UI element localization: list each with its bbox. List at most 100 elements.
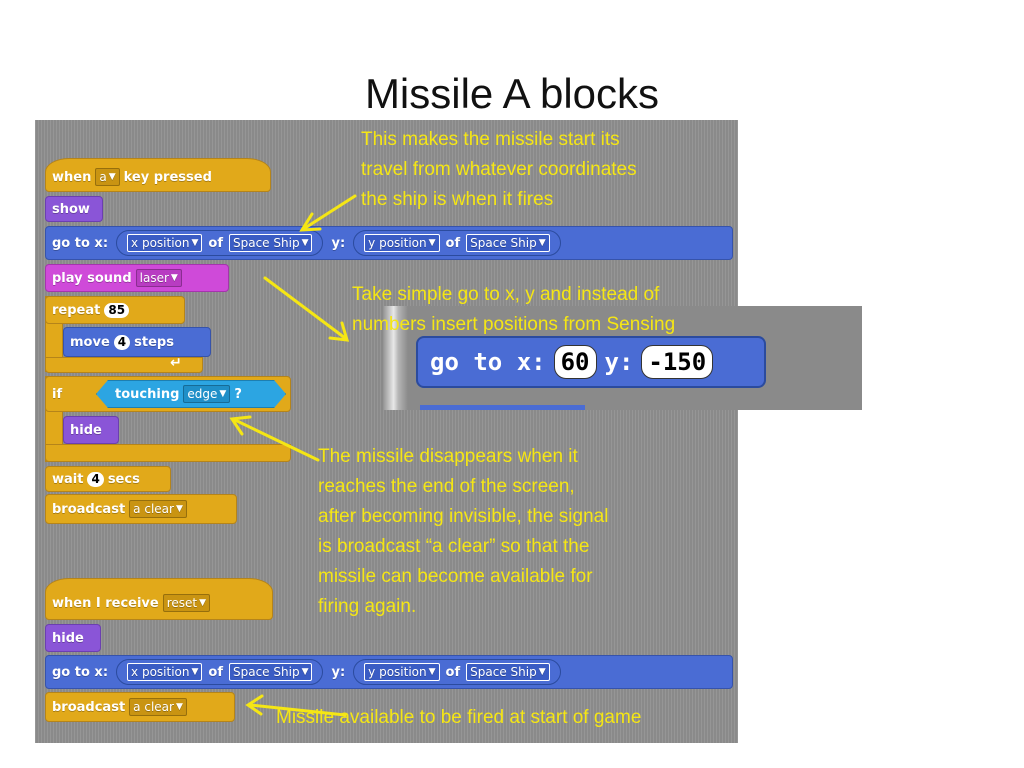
wait-secs-block[interactable]: wait 4 secs (45, 466, 171, 492)
inset-y-input[interactable]: -150 (641, 345, 714, 379)
hide-block-2[interactable]: hide (45, 624, 101, 652)
play-sound-label: play sound (52, 270, 132, 286)
inset-y-label: y: (604, 348, 634, 376)
touching-block[interactable]: touching edge▼ ? (96, 380, 286, 408)
wait-count-input[interactable]: 4 (87, 471, 104, 487)
sprite-dropdown[interactable]: Space Ship▼ (229, 663, 313, 681)
y-label: y: (331, 664, 346, 680)
when-label: when (52, 169, 92, 185)
sprite-dropdown[interactable]: Space Ship▼ (466, 234, 550, 252)
sprite-dropdown[interactable]: Space Ship▼ (466, 663, 550, 681)
inset-block-stub (420, 405, 585, 410)
broadcast-block-2[interactable]: broadcast a clear▼ (45, 692, 235, 722)
go-to-label: go to x: (52, 664, 109, 680)
annotation-start-coordinates: This makes the missile start its travel … (361, 125, 637, 215)
dropdown-arrow-icon: ▼ (428, 667, 436, 677)
touching-dropdown[interactable]: edge▼ (183, 385, 230, 403)
go-to-label: go to x: (52, 235, 109, 251)
broadcast-dropdown[interactable]: a clear▼ (129, 698, 187, 716)
dropdown-arrow-icon: ▼ (108, 172, 116, 182)
broadcast-label: broadcast (52, 501, 126, 517)
sprite-dropdown[interactable]: Space Ship▼ (229, 234, 313, 252)
key-dropdown[interactable]: a▼ (95, 168, 120, 186)
broadcast-block-1[interactable]: broadcast a clear▼ (45, 494, 237, 524)
touching-label: touching (115, 386, 180, 402)
y-position-reporter[interactable]: y position▼ of Space Ship▼ (353, 659, 561, 685)
dropdown-arrow-icon: ▼ (199, 598, 207, 608)
repeat-count-input[interactable]: 85 (104, 302, 130, 318)
x-position-reporter[interactable]: x position▼ of Space Ship▼ (116, 230, 324, 256)
receive-dropdown[interactable]: reset▼ (162, 594, 211, 612)
when-i-receive-label: when I receive (52, 595, 159, 611)
repeat-c-bottom (45, 357, 203, 373)
annotation-line: firing again. (318, 596, 417, 617)
move-steps-block[interactable]: move 4 steps (63, 327, 211, 357)
move-count-input[interactable]: 4 (113, 334, 131, 350)
secs-label: secs (107, 471, 140, 487)
dropdown-arrow-icon: ▼ (219, 389, 227, 399)
annotation-line: Take simple go to x, y and instead of (352, 284, 660, 305)
x-position-dropdown[interactable]: x position▼ (127, 234, 203, 252)
sound-dropdown[interactable]: laser▼ (135, 269, 182, 287)
annotation-line: This makes the missile start its (361, 129, 620, 150)
key-pressed-label: key pressed (123, 169, 212, 185)
when-i-receive-block[interactable]: when I receive reset▼ (45, 578, 273, 620)
dropdown-arrow-icon: ▼ (428, 238, 436, 248)
wait-label: wait (52, 471, 84, 487)
dropdown-arrow-icon: ▼ (191, 238, 199, 248)
inset-go-to-label: go to x: (430, 348, 546, 376)
of-label: of (208, 235, 223, 251)
inset-go-to-xy-block[interactable]: go to x: 60 y: -150 (416, 336, 766, 388)
dropdown-arrow-icon: ▼ (170, 273, 178, 283)
play-sound-block[interactable]: play sound laser▼ (45, 264, 229, 292)
annotation-line: numbers insert positions from Sensing (352, 314, 676, 335)
hide-label: hide (70, 422, 102, 438)
question-mark: ? (234, 386, 242, 402)
page-title: Missile A blocks (364, 70, 660, 117)
y-position-dropdown[interactable]: y position▼ (364, 663, 440, 681)
broadcast-label: broadcast (52, 699, 126, 715)
of-label: of (445, 235, 461, 251)
annotation-line: The missile disappears when it (318, 446, 578, 467)
when-key-pressed-block[interactable]: when a▼ key pressed (45, 158, 271, 192)
annotation-missile-disappears: The missile disappears when it reaches t… (318, 442, 608, 622)
repeat-label: repeat (52, 302, 101, 318)
annotation-line: travel from whatever coordinates (361, 159, 637, 180)
hide-label: hide (52, 630, 84, 646)
steps-label: steps (134, 334, 174, 350)
annotation-line: the ship is when it fires (361, 189, 554, 210)
go-to-xy-block-2[interactable]: go to x: x position▼ of Space Ship▼ y: y… (45, 655, 733, 689)
dropdown-arrow-icon: ▼ (175, 504, 183, 514)
y-position-reporter[interactable]: y position▼ of Space Ship▼ (353, 230, 561, 256)
y-position-dropdown[interactable]: y position▼ (364, 234, 440, 252)
dropdown-arrow-icon: ▼ (538, 667, 546, 677)
dropdown-arrow-icon: ▼ (301, 667, 309, 677)
of-label: of (208, 664, 223, 680)
move-label: move (70, 334, 110, 350)
if-label: if (52, 386, 63, 402)
y-label: y: (331, 235, 346, 251)
of-label: of (445, 664, 461, 680)
show-block[interactable]: show (45, 196, 103, 222)
go-to-xy-block-1[interactable]: go to x: x position▼ of Space Ship▼ y: y… (45, 226, 733, 260)
annotation-line: after becoming invisible, the signal (318, 506, 609, 527)
scrollbar-handle[interactable] (384, 306, 408, 410)
dropdown-arrow-icon: ▼ (301, 238, 309, 248)
dropdown-arrow-icon: ▼ (191, 667, 199, 677)
script-canvas[interactable] (35, 120, 738, 743)
annotation-line: missile can become available for (318, 566, 593, 587)
broadcast-dropdown[interactable]: a clear▼ (129, 500, 187, 518)
repeat-block[interactable]: repeat 85 (45, 296, 185, 324)
dropdown-arrow-icon: ▼ (538, 238, 546, 248)
annotation-line: is broadcast “a clear” so that the (318, 536, 590, 557)
x-position-dropdown[interactable]: x position▼ (127, 663, 203, 681)
hide-block-1[interactable]: hide (63, 416, 119, 444)
annotation-line: reaches the end of the screen, (318, 476, 575, 497)
inset-x-input[interactable]: 60 (553, 345, 597, 379)
annotation-missile-available: Missile available to be fired at start o… (276, 707, 642, 728)
dropdown-arrow-icon: ▼ (175, 702, 183, 712)
loop-arrow-icon: ↵ (170, 355, 182, 371)
show-label: show (52, 201, 90, 217)
annotation-sensing-positions: Take simple go to x, y and instead of nu… (352, 280, 675, 340)
x-position-reporter[interactable]: x position▼ of Space Ship▼ (116, 659, 324, 685)
